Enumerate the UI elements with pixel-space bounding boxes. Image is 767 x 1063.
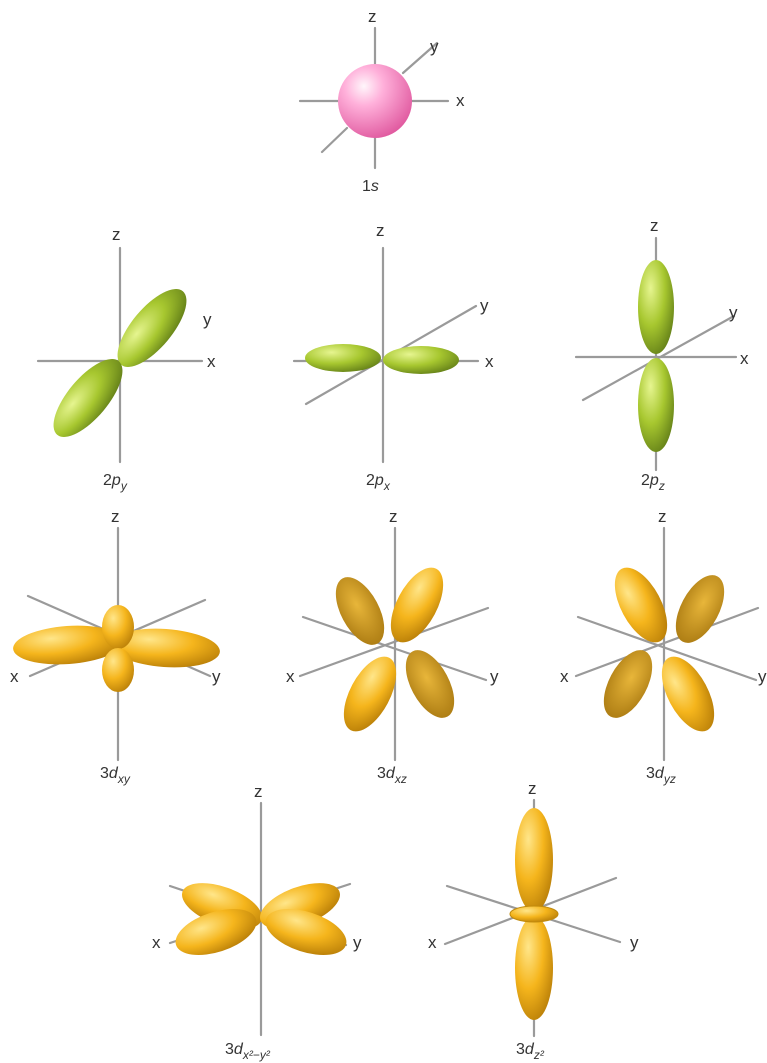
orbital-label-2pz: 2pz (641, 472, 665, 493)
orbital-3dyz: z x y 3dyz (560, 507, 767, 786)
orbital-label-3dz2: 3dz² (516, 1041, 545, 1062)
d-lobe (661, 656, 715, 732)
x-axis-label: x (560, 667, 569, 686)
x-axis-label: x (207, 352, 216, 371)
d-lobe (175, 908, 257, 956)
z-axis-label: z (254, 782, 263, 801)
orbital-1s: z y x 1s (298, 7, 465, 195)
y-axis-label: y (758, 667, 767, 686)
orbital-3dxy: z x y 3dxy (10, 507, 221, 786)
d-lobe (13, 625, 123, 665)
orbital-3dx2-y2: z x y 3dx²−y² (152, 782, 362, 1062)
orbital-label-3dxy: 3dxy (100, 765, 131, 786)
d-lobe (335, 577, 385, 645)
d-lobe (343, 656, 397, 732)
y-axis-label: y (490, 667, 499, 686)
z-axis-label: z (368, 7, 377, 26)
orbital-label-1s: 1s (362, 178, 379, 195)
orbital-label-3dx2-y2: 3dx²−y² (225, 1041, 271, 1062)
orbital-2pz: z y x 2pz (574, 216, 749, 493)
d-lobe (614, 567, 668, 643)
p-lobe-lower (53, 359, 123, 437)
orbital-label-2py: 2py (103, 472, 128, 493)
p-lobe-left (305, 344, 381, 372)
z-axis-label: z (658, 507, 667, 526)
x-axis-label: x (485, 352, 494, 371)
orbital-3dz2: z x y 3dz² (428, 779, 639, 1062)
d-lobe (405, 650, 455, 718)
d-lobe (102, 648, 134, 692)
y-axis-label: y (729, 303, 738, 322)
p-lobe-right (383, 346, 459, 374)
orbital-2py: z y x 2py (36, 225, 216, 493)
z-axis-label: z (389, 507, 398, 526)
orbital-3dxz: z x y 3dxz (286, 507, 499, 786)
z-axis-label: z (650, 216, 659, 235)
z-axis-label: z (376, 221, 385, 240)
d-lobe-top (515, 808, 553, 912)
y-axis-label: y (430, 37, 439, 56)
x-axis-label: x (10, 667, 19, 686)
x-axis-label: x (428, 933, 437, 952)
y-axis-label: y (212, 667, 221, 686)
z-axis-label: z (111, 507, 120, 526)
y-axis-label: y (630, 933, 639, 952)
orbital-label-2px: 2px (366, 472, 391, 493)
orbital-label-3dyz: 3dyz (646, 765, 676, 786)
z-axis-label: z (528, 779, 537, 798)
y-axis-label: y (203, 310, 212, 329)
x-axis-label: x (740, 349, 749, 368)
p-lobe-top (638, 260, 674, 354)
p-lobe-bottom (638, 358, 674, 452)
d-lobe-bottom (515, 916, 553, 1020)
p-lobe-upper (117, 289, 187, 367)
y-axis-label: y (353, 933, 362, 952)
orbital-2px: z y x 2px (292, 221, 494, 493)
d-torus (509, 905, 559, 923)
z-axis-label: z (112, 225, 121, 244)
d-lobe (675, 575, 725, 643)
x-axis-label: x (152, 933, 161, 952)
orbital-label-3dxz: 3dxz (377, 765, 407, 786)
x-axis-label: x (456, 91, 465, 110)
y-axis-label: y (480, 296, 489, 315)
d-lobe (603, 650, 653, 718)
d-lobe (265, 908, 347, 956)
s-orbital-sphere (338, 64, 412, 138)
d-lobe (110, 628, 220, 668)
d-lobe (102, 605, 134, 649)
x-axis-label: x (286, 667, 295, 686)
d-lobe (390, 567, 444, 643)
